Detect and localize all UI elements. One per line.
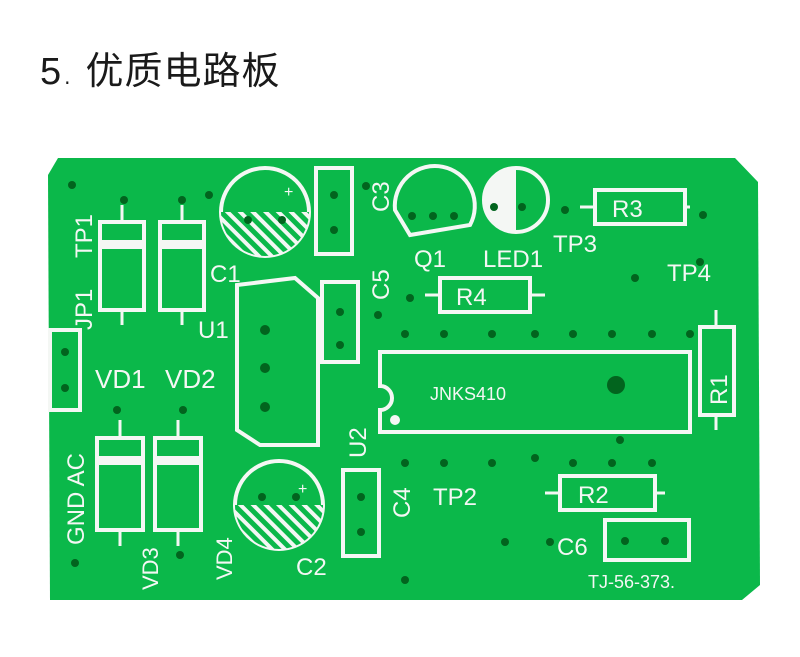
label-q1: Q1 [414,246,446,273]
diode-vd1 [98,205,146,325]
resistor-r2 [545,474,665,512]
label-r3: R3 [612,196,643,223]
label-c1: C1 [210,261,241,288]
title-text: 优质电路板 [85,49,281,93]
capacitor-c6 [603,518,691,562]
regulator-u1 [235,275,320,447]
jp1-connector [48,328,82,412]
label-vd1: VD1 [95,364,146,394]
svg-text:+: + [284,184,293,201]
label-r1: R1 [706,374,733,405]
label-board-code: TJ-56-373. [588,572,675,592]
transistor-q1 [392,164,477,238]
label-led1: LED1 [483,246,543,273]
diode-vd2 [158,205,206,325]
label-c6: C6 [557,534,588,561]
diode-vd4 [153,420,203,546]
label-c2: C2 [296,554,327,581]
label-c3: C3 [368,181,395,212]
label-chip: JNKS410 [430,384,506,404]
label-vd4: VD4 [212,537,237,580]
label-r4: R4 [456,284,487,311]
label-c4: C4 [389,487,416,518]
resistor-r3 [580,188,690,226]
svg-text:+: + [298,481,307,498]
capacitor-c5 [320,280,360,364]
ic-u2-outline [378,350,692,434]
resistor-r1 [698,310,736,430]
label-vd3: VD3 [138,547,163,590]
resistor-r4 [425,276,545,314]
label-tp1: TP1 [71,214,98,258]
label-gnd-ac: GND AC [63,453,90,545]
capacitor-c2: + [233,459,325,551]
label-u2: U2 [345,427,372,458]
diode-vd3 [95,420,145,546]
title-dot: . [64,65,72,89]
page-title: 5. 优质电路板 [40,40,281,95]
label-jp1: JP1 [71,289,98,330]
label-c5: C5 [368,269,395,300]
led1 [482,166,550,234]
label-tp2: TP2 [433,484,477,511]
capacitor-c3 [314,166,354,256]
title-number: 5 [40,51,63,93]
label-r2: R2 [578,482,609,509]
label-tp3: TP3 [553,231,597,258]
label-vd2: VD2 [165,364,216,394]
label-tp4: TP4 [667,260,711,287]
capacitor-c1: + [219,166,311,258]
label-u1: U1 [198,317,229,344]
ic-pin-holes-top [401,330,694,338]
via-holes [68,181,707,584]
capacitor-c4 [341,468,381,558]
